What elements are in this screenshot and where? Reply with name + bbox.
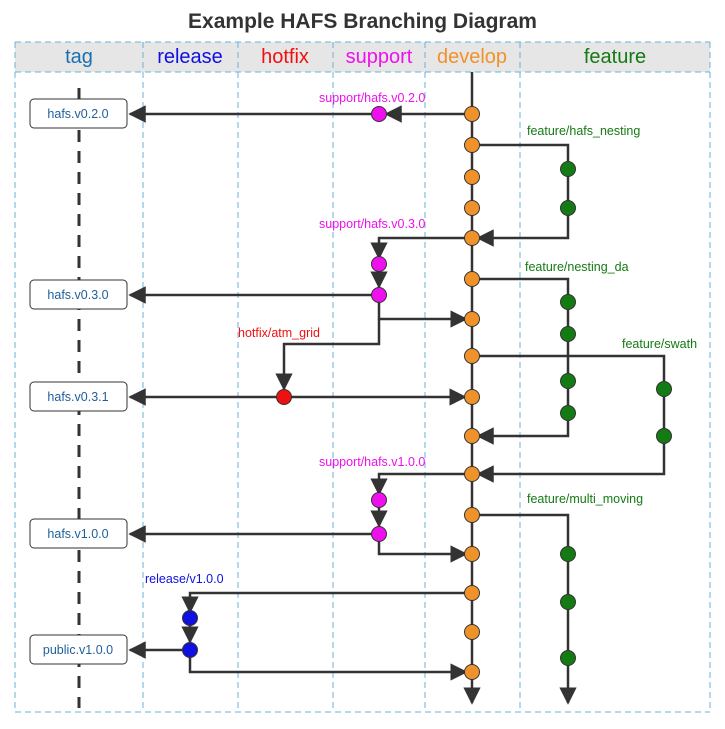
release-commits: [182, 610, 198, 658]
feature-multi-moving-line: [472, 513, 577, 705]
label-feature-multi-moving: feature/multi_moving: [527, 492, 643, 506]
support-commits: [371, 106, 387, 542]
support-commit: [371, 526, 387, 542]
feature-nesting-da-line: [472, 277, 570, 445]
develop-commit: [464, 466, 480, 482]
support-v100-branch: [370, 472, 472, 496]
feature-commit: [560, 373, 576, 389]
develop-commit: [464, 137, 480, 153]
tag-label: hafs.v0.2.0: [47, 107, 108, 121]
develop-commit: [464, 585, 480, 601]
label-support-v020: support/hafs.v0.2.0: [319, 91, 425, 105]
tag-box: [29, 279, 128, 310]
develop-commit: [464, 624, 480, 640]
develop-commit: [464, 230, 480, 246]
develop-commit: [464, 106, 480, 122]
develop-commits: [464, 106, 480, 680]
feature-commit: [560, 650, 576, 666]
develop-commit: [464, 271, 480, 287]
lane-borders: [14, 41, 711, 713]
tag-label: hafs.v1.0.0: [47, 527, 108, 541]
develop-commit: [464, 169, 480, 185]
label-feature-nesting-da: feature/nesting_da: [525, 260, 629, 274]
tag-label: hafs.v0.3.1: [47, 390, 108, 404]
feature-commit: [560, 294, 576, 310]
feature-commit: [560, 546, 576, 562]
hotfix-atm-grid-branch: [275, 319, 381, 391]
tag-box: [29, 634, 128, 665]
support-commit: [371, 492, 387, 508]
feature-commit: [560, 161, 576, 177]
support-commit: [371, 287, 387, 303]
feature-commit: [656, 381, 672, 397]
lane-header-release: release: [157, 46, 223, 68]
feature-commits: [560, 161, 672, 666]
support-v100-merge: [377, 534, 468, 563]
tag-box: [29, 518, 128, 549]
label-support-v100: support/hafs.v1.0.0: [319, 455, 425, 469]
develop-commit: [464, 311, 480, 327]
tag-label: hafs.v0.3.0: [47, 288, 108, 302]
release-commit: [182, 642, 198, 658]
lane-header-support: support: [346, 46, 413, 68]
feature-commit: [560, 594, 576, 610]
develop-commit: [464, 389, 480, 405]
feature-commit: [656, 428, 672, 444]
feature-commit: [560, 200, 576, 216]
feature-commit: [560, 326, 576, 342]
label-feature-swath: feature/swath: [622, 337, 697, 351]
release-v100-branch: [181, 591, 472, 614]
lane-header-develop: develop: [437, 46, 507, 68]
label-feature-hafs-nesting: feature/hafs_nesting: [527, 124, 640, 138]
support-v030-merge: [377, 295, 468, 328]
support-v030-branch: [370, 236, 472, 260]
feature-swath-line: [472, 354, 666, 483]
label-hotfix-atm-grid: hotfix/atm_grid: [238, 326, 320, 340]
release-commit: [182, 610, 198, 626]
tag-label: public.v1.0.0: [43, 643, 113, 657]
develop-commit: [464, 200, 480, 216]
tag-box: [29, 381, 128, 412]
branch-lines: [128, 72, 666, 705]
lane-header-band: [15, 42, 710, 72]
lane-header-feature: feature: [584, 46, 646, 68]
hotfix-commit: [276, 389, 292, 405]
tag-boxes: hafs.v0.2.0 hafs.v0.3.0 hafs.v0.3.1 hafs…: [29, 98, 128, 665]
label-release-v100: release/v1.0.0: [145, 572, 224, 586]
support-commit: [371, 256, 387, 272]
develop-commit: [464, 507, 480, 523]
develop-commit: [464, 428, 480, 444]
feature-hafs-nesting-line: [472, 143, 570, 247]
tag-box: [29, 98, 128, 129]
feature-commit: [560, 405, 576, 421]
develop-commit: [464, 348, 480, 364]
support-commit: [371, 106, 387, 122]
lane-header-hotfix: hotfix: [261, 46, 309, 68]
develop-commit: [464, 546, 480, 562]
lane-header-tag: tag: [65, 46, 93, 68]
diagram-title: Example HAFS Branching Diagram: [188, 10, 537, 33]
label-support-v030: support/hafs.v0.3.0: [319, 217, 425, 231]
develop-commit: [464, 664, 480, 680]
